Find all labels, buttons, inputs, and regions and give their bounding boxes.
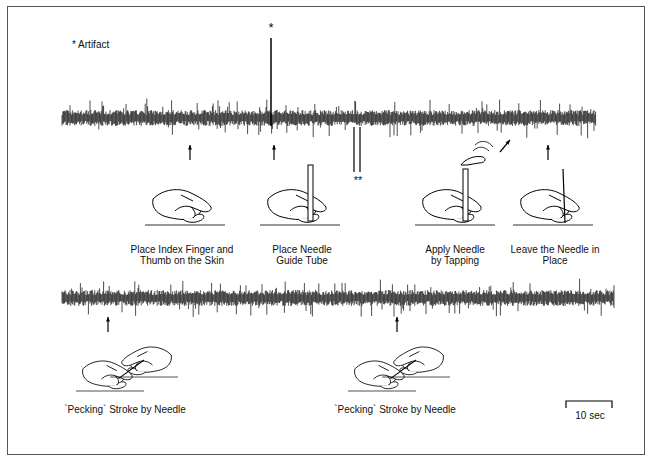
arrow-head	[188, 145, 192, 150]
arrow-head	[506, 140, 510, 145]
artifact-mark: **	[348, 175, 368, 186]
arrow-head	[395, 317, 399, 322]
artifact-mark	[353, 127, 354, 172]
hand-sketch	[76, 361, 144, 391]
hand-sketch	[260, 165, 340, 225]
hand-drawings	[76, 141, 593, 391]
nerve-recording	[62, 99, 614, 317]
hand-sketch	[415, 141, 495, 225]
arrow-head	[546, 145, 550, 150]
trace-line	[62, 279, 614, 317]
step-label: `Pecking` Stroke by Needle	[310, 404, 480, 415]
arrow-head	[272, 145, 276, 150]
hand-sketch	[348, 361, 416, 391]
step-label: Apply Needle by Tapping	[420, 244, 490, 266]
step-label: `Pecking` Stroke by Needle	[40, 404, 210, 415]
hand-sketch	[513, 169, 593, 225]
artifact-spike	[270, 38, 272, 126]
frame	[8, 7, 645, 455]
hand-sketch	[145, 190, 225, 225]
trace-line	[62, 99, 596, 139]
event-arrow	[500, 140, 510, 152]
markers	[271, 38, 612, 408]
artifact-mark	[359, 127, 360, 172]
scale-bar	[566, 401, 612, 408]
arrow-head	[106, 317, 110, 322]
step-label: Place Index Finger and Thumb on the Skin	[117, 244, 247, 266]
step-label: Leave the Needle in Place	[510, 244, 600, 266]
hand-sketch	[382, 347, 450, 379]
legend-note: * Artifact	[72, 39, 152, 50]
hand-sketch	[110, 347, 178, 379]
artifact-mark: *	[265, 22, 277, 33]
event-arrows	[106, 140, 550, 332]
scale-label: 10 sec	[565, 410, 615, 421]
step-label: Place Needle Guide Tube	[261, 244, 343, 266]
